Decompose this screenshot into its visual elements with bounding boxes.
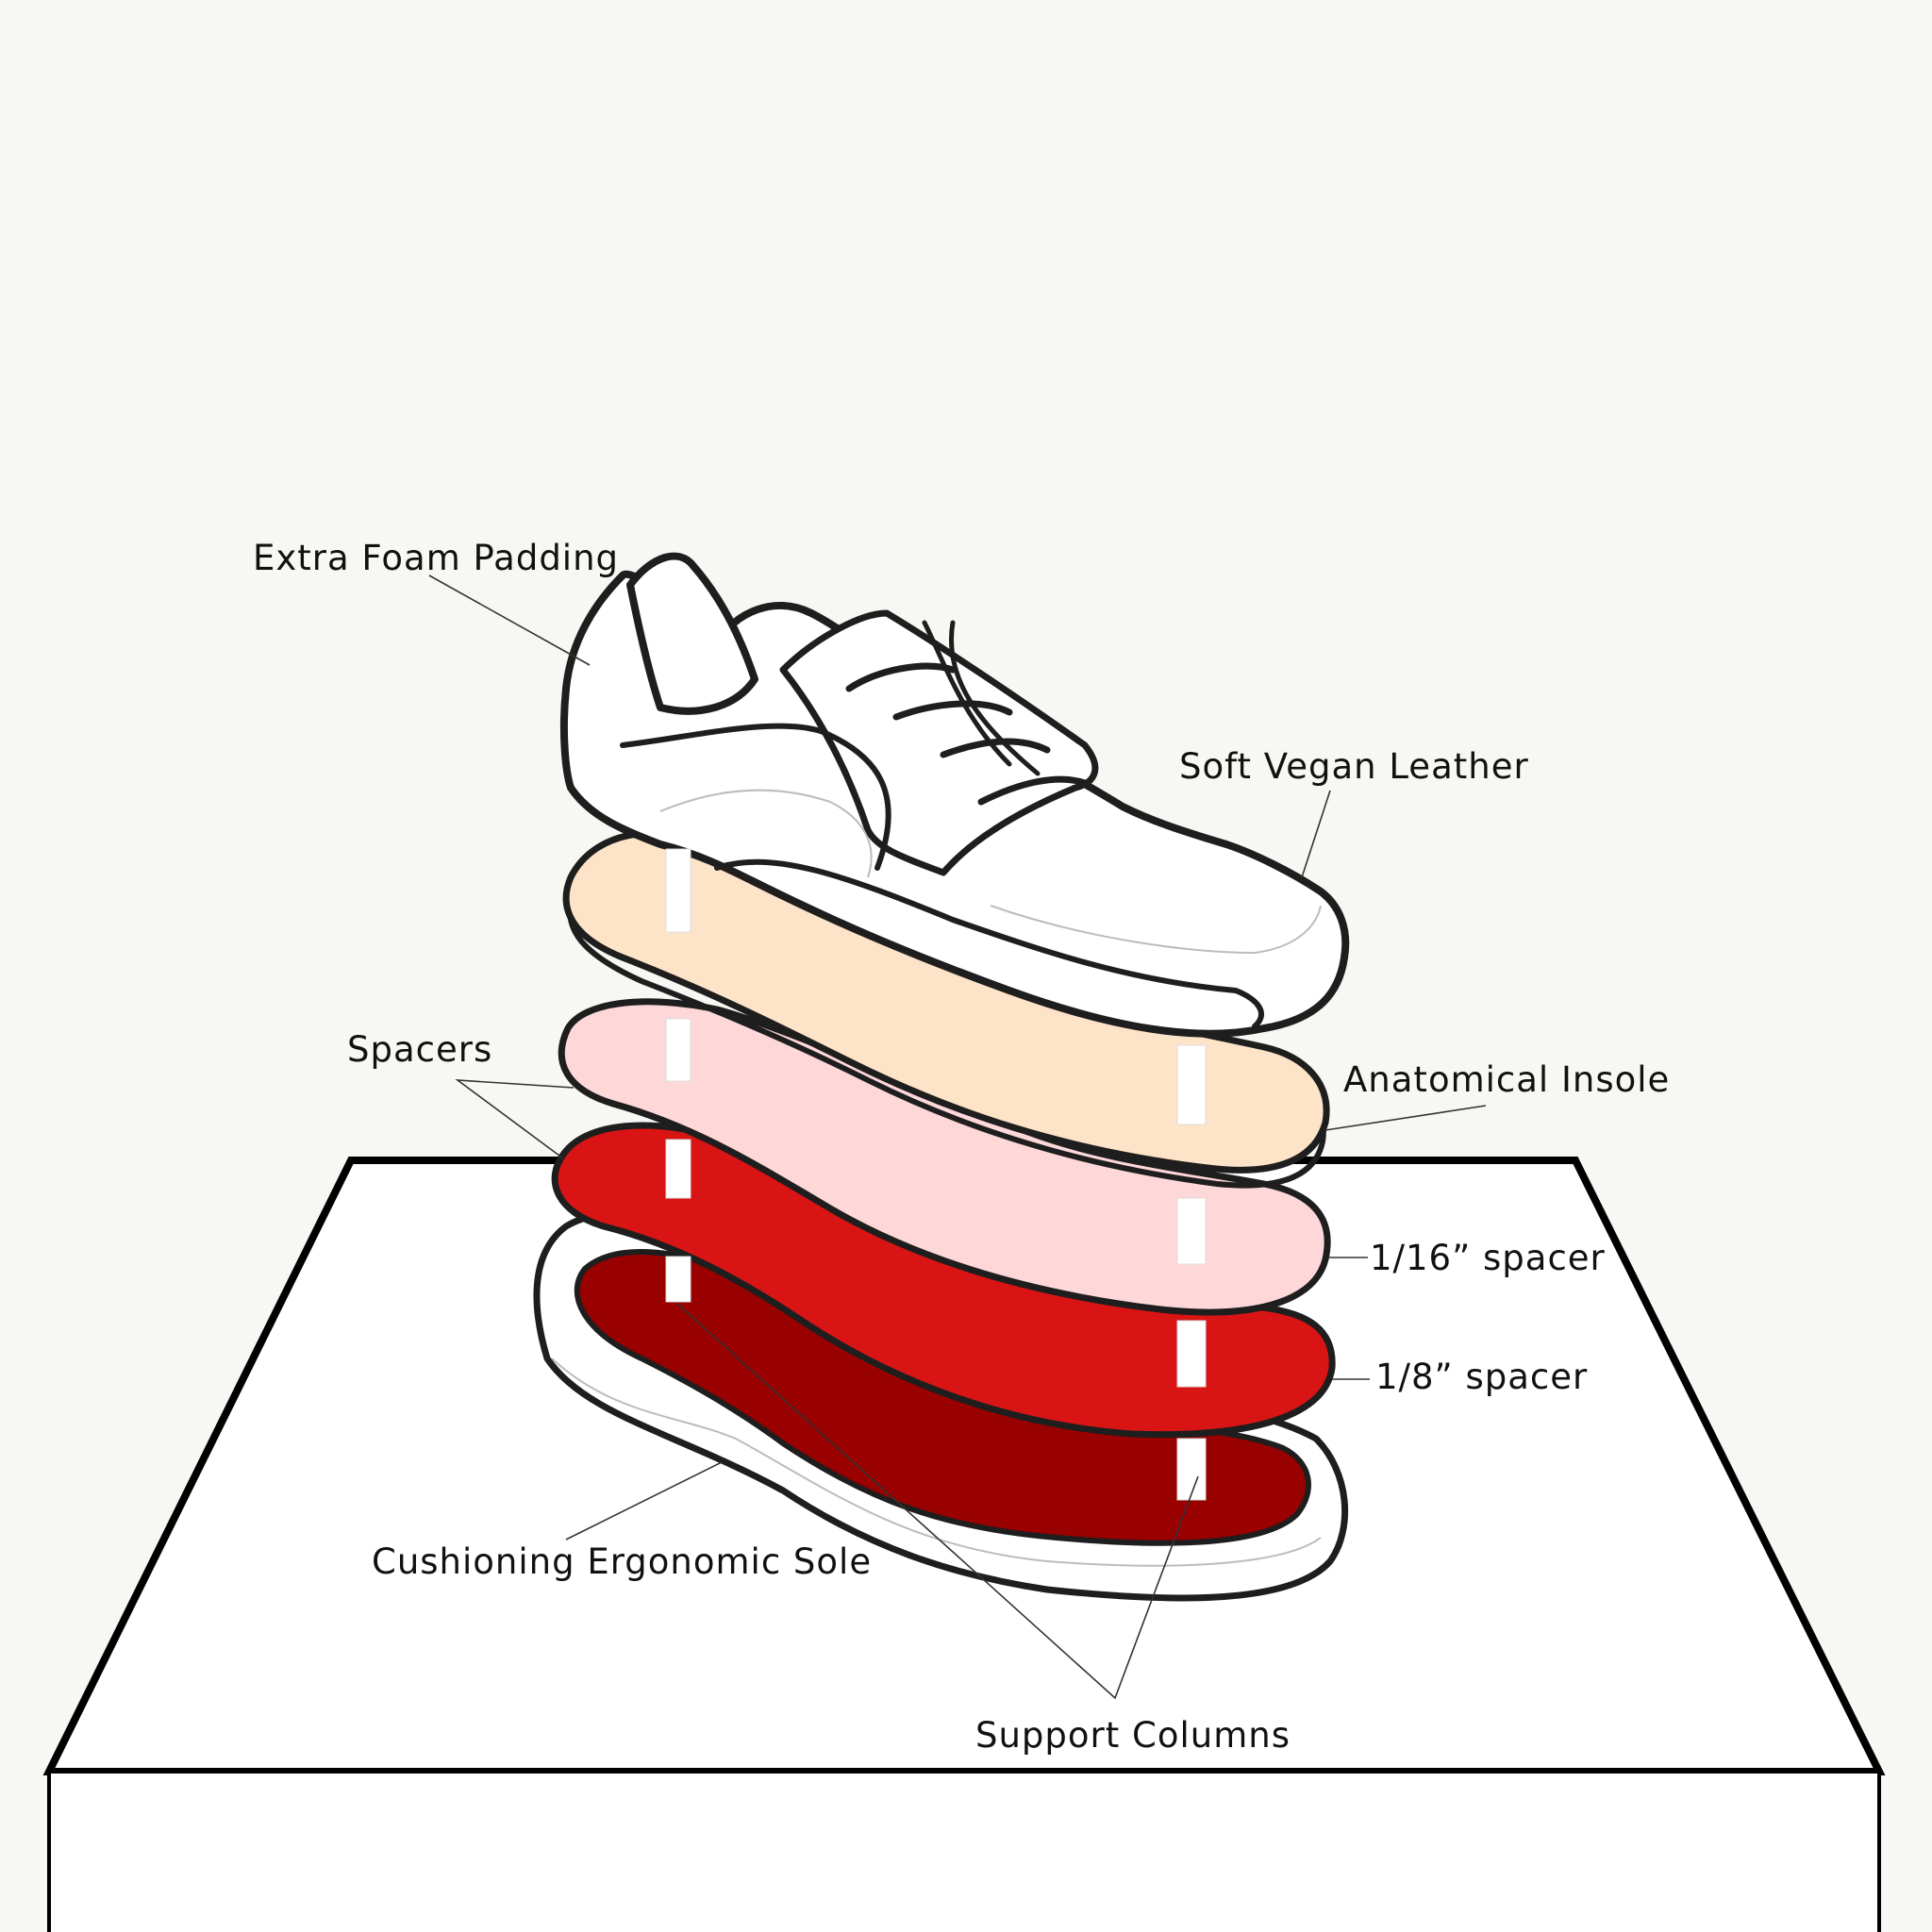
shoe-lace-2 xyxy=(892,700,1013,721)
label-cushioning-sole: Cushioning Ergonomic Sole xyxy=(372,1541,872,1582)
label-support-columns: Support Columns xyxy=(975,1715,1291,1756)
label-1-16-spacer: 1/16” spacer xyxy=(1370,1238,1606,1278)
column-rod-icon xyxy=(1176,1320,1207,1388)
upper-sole-line xyxy=(714,858,1265,1029)
column-rod-icon xyxy=(665,1139,691,1199)
shoe-upper xyxy=(559,552,1350,1038)
shoe-lace-4 xyxy=(977,775,1089,806)
sole-side-line xyxy=(551,1357,1322,1567)
label-spacers: Spacers xyxy=(347,1029,492,1070)
column-rod-icon xyxy=(665,848,691,933)
column-rod-icon xyxy=(665,1256,691,1303)
leader-support-columns xyxy=(676,1303,1199,1700)
column-rod-icon xyxy=(1176,1044,1207,1125)
support-columns xyxy=(665,848,1207,1501)
side-panel-line xyxy=(620,723,891,871)
support-column-rear xyxy=(665,848,691,1303)
label-anatomical-insole: Anatomical Insole xyxy=(1343,1059,1670,1100)
leader-anatomical-insole xyxy=(1324,1105,1487,1131)
label-extra-foam-padding: Extra Foam Padding xyxy=(253,538,619,578)
leader-lines xyxy=(428,575,1487,1700)
anatomical-insole-edge xyxy=(567,903,1326,1189)
column-rod-icon xyxy=(1176,1197,1207,1265)
heel-collar xyxy=(626,552,758,715)
label-soft-vegan-leather: Soft Vegan Leather xyxy=(1179,746,1529,787)
shoe-lace-3 xyxy=(940,738,1051,758)
toe-stitch-line xyxy=(990,905,1322,955)
column-rod-icon xyxy=(1176,1438,1207,1501)
labels: Extra Foam Padding Soft Vegan Leather Sp… xyxy=(253,538,1670,1756)
support-column-front xyxy=(1176,1044,1207,1501)
leader-spacers xyxy=(455,1079,575,1159)
column-rod-icon xyxy=(665,1018,691,1082)
leader-soft-vegan-leather xyxy=(1301,790,1331,878)
pedestal-front xyxy=(47,1770,1881,1932)
label-1-8-spacer: 1/8” spacer xyxy=(1375,1357,1588,1397)
upper-stitch-line xyxy=(659,789,873,878)
shoe-lace-cross xyxy=(922,620,1041,776)
leader-cushioning-sole xyxy=(565,1461,723,1541)
leader-extra-foam-padding xyxy=(428,575,591,666)
